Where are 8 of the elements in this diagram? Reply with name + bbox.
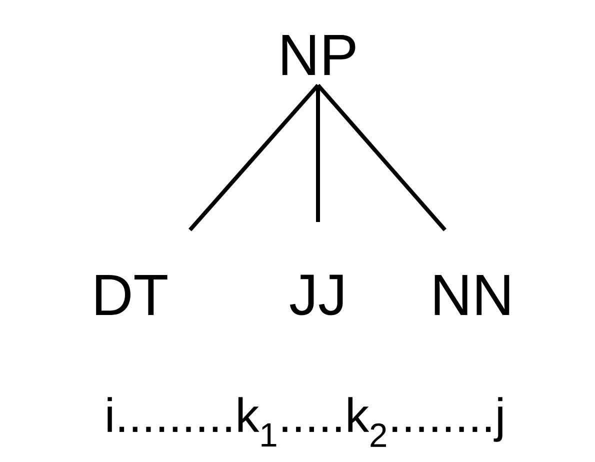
tree-branch [316,84,446,232]
tree-label: NN [434,275,510,315]
tree-branch [316,85,320,222]
span-label: i.........k$_{1}$.....k$_{2}$........j [108,397,502,447]
tree-branch [188,84,320,232]
tree-label: JJ [290,274,343,316]
tree-label: NP [282,35,356,75]
tree-label: DT [96,275,168,315]
